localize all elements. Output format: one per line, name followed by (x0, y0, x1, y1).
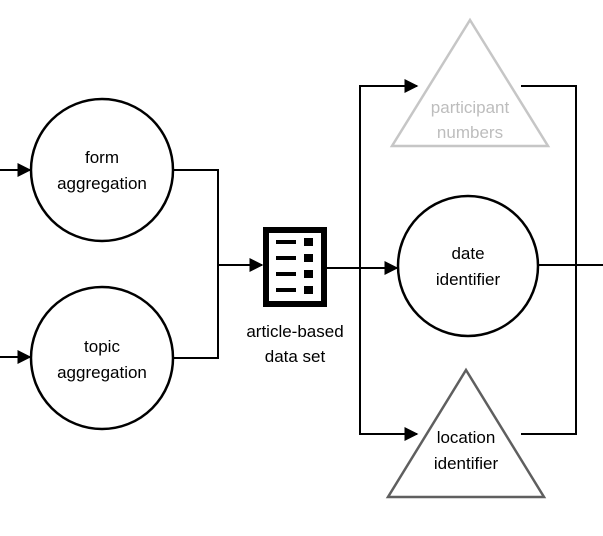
document-list-icon (263, 227, 327, 307)
form-aggregation-label-line2: aggregation (57, 174, 147, 193)
node-participant-numbers: participant numbers (389, 17, 551, 148)
node-article-based-data-set: article-based data set (246, 227, 344, 366)
topic-aggregation-label-line1: topic (84, 337, 120, 356)
topic-aggregation-label-line2: aggregation (57, 363, 147, 382)
node-date-identifier: date identifier (396, 194, 540, 338)
edge-split-to-location (359, 268, 419, 441)
location-identifier-label-line2: identifier (434, 454, 499, 473)
participant-numbers-triangle (389, 17, 551, 148)
edge-split-to-participant (359, 79, 419, 268)
location-identifier-label-line1: location (437, 428, 496, 447)
location-identifier-triangle (385, 367, 547, 499)
date-identifier-label-line2: identifier (436, 270, 501, 289)
node-form-aggregation: form aggregation (29, 97, 175, 243)
date-identifier-label-line1: date (451, 244, 484, 263)
edge-participant-out (521, 85, 577, 265)
dataset-label-line1: article-based (246, 322, 343, 341)
dataset-label-line2: data set (265, 347, 326, 366)
edges (0, 79, 603, 441)
edge-location-out (521, 265, 577, 435)
topic-aggregation-circle (29, 285, 175, 431)
edge-topic-to-dataset (173, 265, 219, 359)
node-location-identifier: location identifier (385, 367, 547, 499)
node-topic-aggregation: topic aggregation (29, 285, 175, 431)
date-identifier-circle (396, 194, 540, 338)
participant-numbers-label-line2: numbers (437, 123, 503, 142)
form-aggregation-circle (29, 97, 175, 243)
form-aggregation-label-line1: form (85, 148, 119, 167)
edge-form-to-dataset (173, 169, 219, 265)
participant-numbers-label-line1: participant (431, 98, 510, 117)
